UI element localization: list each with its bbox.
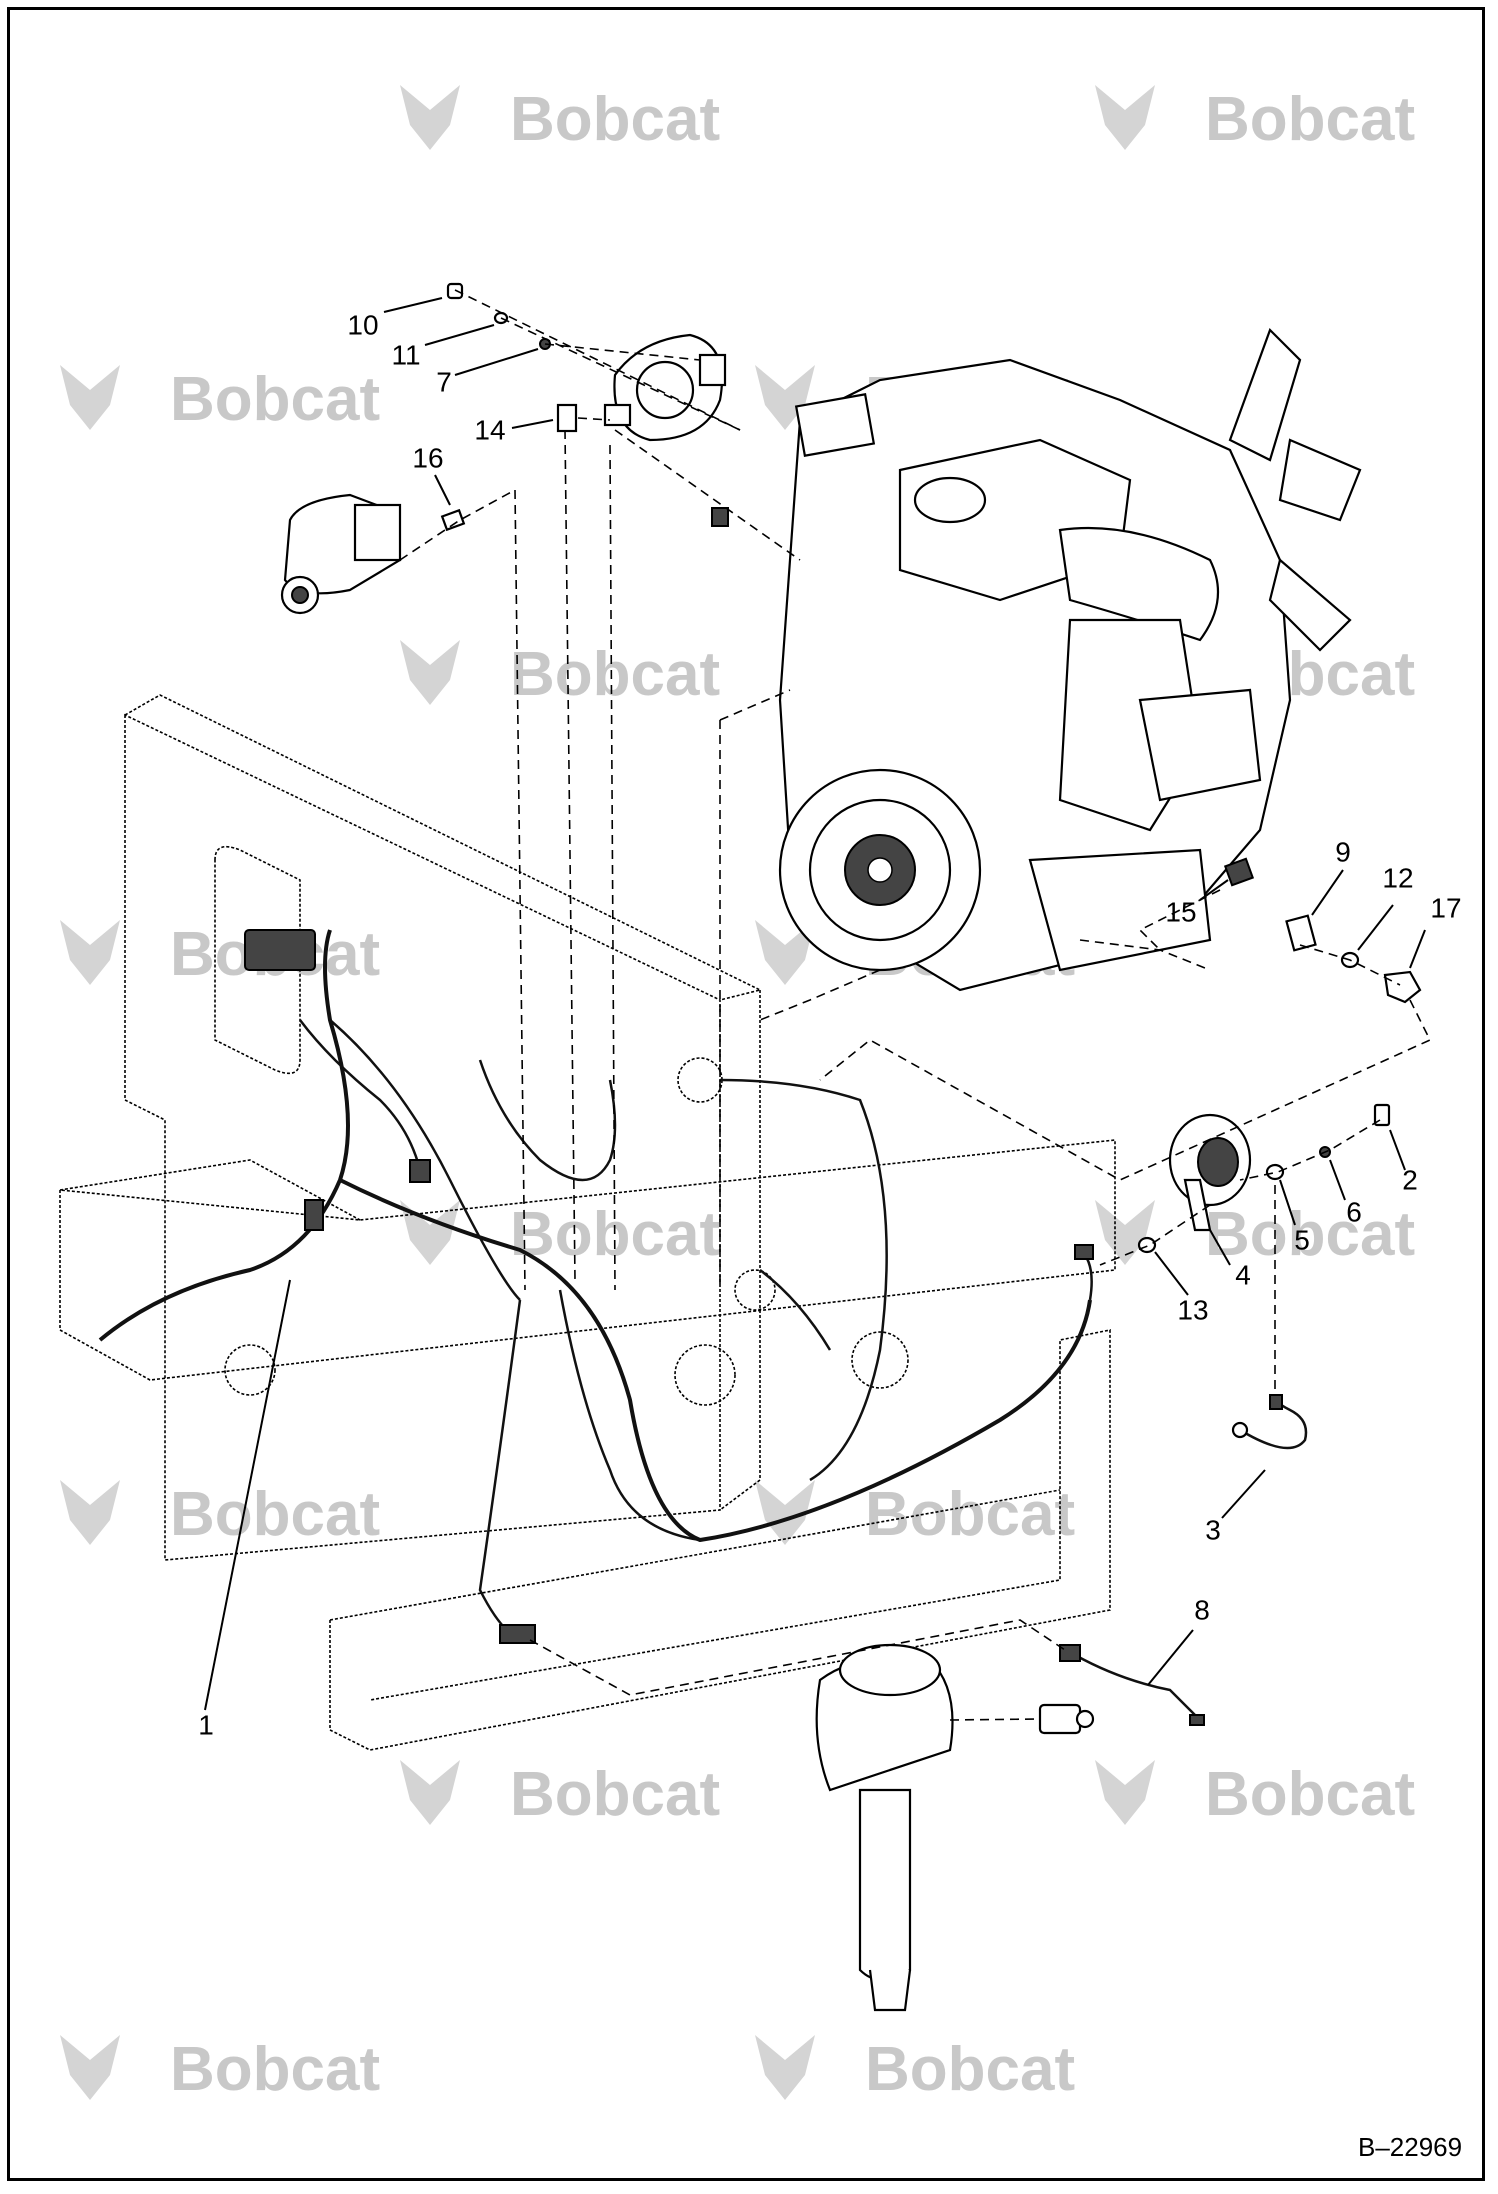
leader-lines: [204, 297, 1426, 1711]
callout-6: 6: [1346, 1196, 1362, 1227]
assembly-lines: [399, 289, 1432, 1721]
figure-id: B–22969: [1358, 2132, 1462, 2162]
callout-17: 17: [1430, 892, 1461, 923]
watermark: Bobcat: [60, 1480, 380, 1549]
watermark-text: Bobcat: [1205, 1760, 1415, 1829]
callout-9: 9: [1335, 836, 1351, 867]
watermark: Bobcat: [1095, 85, 1415, 154]
callout-4: 4: [1235, 1259, 1251, 1290]
callout-2: 2: [1402, 1164, 1418, 1195]
watermark: Bobcat: [1095, 1200, 1415, 1269]
watermark-text: Bobcat: [170, 1480, 380, 1549]
starter-motor: [280, 493, 402, 615]
watermark: Bobcat: [60, 920, 380, 989]
watermark: Bobcat: [400, 640, 720, 709]
callout-7: 7: [436, 366, 452, 397]
callout-1: 1: [198, 1709, 214, 1740]
watermark: Bobcat: [755, 2035, 1075, 2104]
callout-8: 8: [1194, 1594, 1210, 1625]
callout-11: 11: [391, 339, 420, 370]
watermark: Bobcat: [400, 85, 720, 154]
watermark-text: Bobcat: [510, 1760, 720, 1829]
callout-14: 14: [474, 414, 505, 445]
watermark: Bobcat: [60, 365, 380, 434]
watermark-text: Bobcat: [510, 85, 720, 154]
watermarks: Bobcat Bobcat Bobcat Bobcat Bobcat Bobca…: [60, 85, 1415, 2104]
watermark-text: Bobcat: [510, 640, 720, 709]
engine: [778, 328, 1362, 992]
watermark-text: Bobcat: [1205, 85, 1415, 154]
watermark-text: Bobcat: [170, 2035, 380, 2104]
callouts: 10 11 7 14 16 9 12 17 15 2 6 5 4 13 3 8 …: [198, 309, 1461, 1740]
watermark-text: Bobcat: [865, 1480, 1075, 1549]
fuel-filter-assembly: [815, 1643, 954, 2012]
callout-10: 10: [347, 309, 378, 340]
alternator: [603, 333, 727, 442]
watermark: Bobcat: [400, 1760, 720, 1829]
watermark: Bobcat: [400, 1200, 720, 1269]
watermark: Bobcat: [1095, 1760, 1415, 1829]
machine-frame: [59, 694, 1116, 1751]
watermark-text: Bobcat: [1205, 1200, 1415, 1269]
callout-16: 16: [412, 442, 443, 473]
watermark-text: Bobcat: [865, 2035, 1075, 2104]
callout-5: 5: [1294, 1224, 1310, 1255]
watermark: Bobcat: [755, 1480, 1075, 1549]
callout-3: 3: [1205, 1514, 1221, 1545]
watermark-text: Bobcat: [170, 365, 380, 434]
callout-15: 15: [1165, 896, 1196, 927]
callout-12: 12: [1382, 862, 1413, 893]
callout-13: 13: [1177, 1294, 1208, 1325]
diagram-border: [7, 7, 1485, 2181]
watermark: Bobcat: [60, 2035, 380, 2104]
wiring-harness: [98, 929, 1094, 1644]
